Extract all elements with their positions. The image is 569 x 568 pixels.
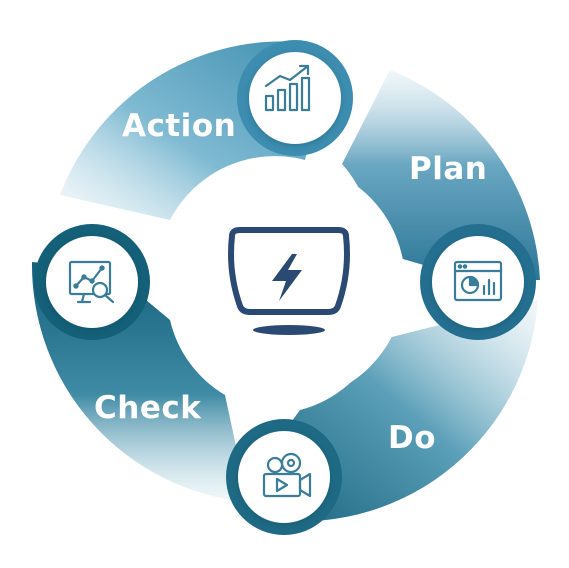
video-camera-icon [262,452,312,498]
do-label: Do [388,420,436,456]
action-label: Action [122,108,236,144]
plan-label: Plan [409,151,487,187]
do-icon-disc [238,431,330,523]
growth-bar-chart-icon [264,64,311,112]
center-hub [165,162,405,402]
check-label: Check [94,390,202,426]
analytics-magnifier-icon [68,260,115,304]
monitor-lightning-icon [228,227,350,335]
dashboard-window-chart-icon [453,260,503,302]
action-icon-disc [249,52,341,144]
